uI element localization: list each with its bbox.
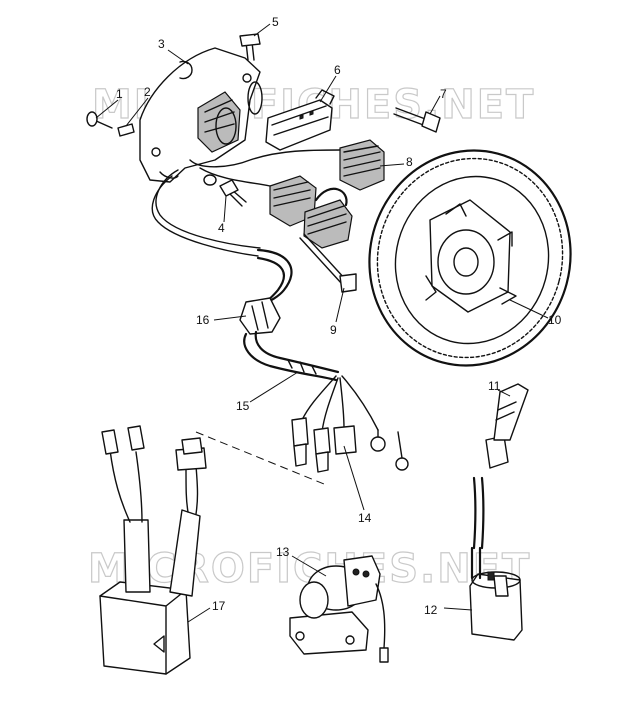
flywheel	[368, 149, 572, 367]
callout-5: 5	[272, 15, 279, 29]
connector-bundle	[291, 375, 409, 473]
callout-12: 12	[424, 603, 438, 617]
callout-17: 17	[212, 599, 226, 613]
callout-14: 14	[358, 511, 372, 525]
leader-lines	[95, 23, 549, 623]
callout-8: 8	[406, 155, 413, 169]
callout-16: 16	[196, 313, 210, 327]
callout-6: 6	[334, 63, 341, 77]
callout-numbers: 1 2 3 4 5 6 7 8 9 10 11 12 13 14 15 16 1…	[116, 15, 562, 617]
callout-13: 13	[276, 545, 290, 559]
callout-15: 15	[236, 399, 250, 413]
callout-7: 7	[440, 87, 447, 101]
pin-2	[117, 123, 135, 137]
callout-1: 1	[116, 87, 123, 101]
callout-9: 9	[330, 323, 337, 337]
exciter-coil-assembly	[269, 139, 385, 249]
spark-plug-cap	[485, 383, 529, 469]
screw-4	[219, 179, 247, 207]
screw-1	[86, 111, 113, 129]
screw-9	[299, 233, 357, 293]
stator-plate	[139, 47, 263, 183]
starter-solenoid	[289, 555, 389, 663]
cdi-module	[99, 425, 207, 675]
washer	[203, 174, 217, 186]
callout-11: 11	[488, 379, 501, 393]
ignition-coil	[469, 476, 523, 641]
wiring-harness	[239, 248, 340, 382]
reference-line	[195, 431, 325, 485]
charging-coil	[265, 89, 335, 151]
callout-4: 4	[218, 221, 225, 235]
callout-10: 10	[548, 313, 562, 327]
screw-7	[393, 107, 441, 133]
screw-5	[239, 33, 261, 61]
callout-3: 3	[158, 37, 165, 51]
stator-wires	[151, 149, 341, 257]
callout-2: 2	[144, 85, 151, 99]
